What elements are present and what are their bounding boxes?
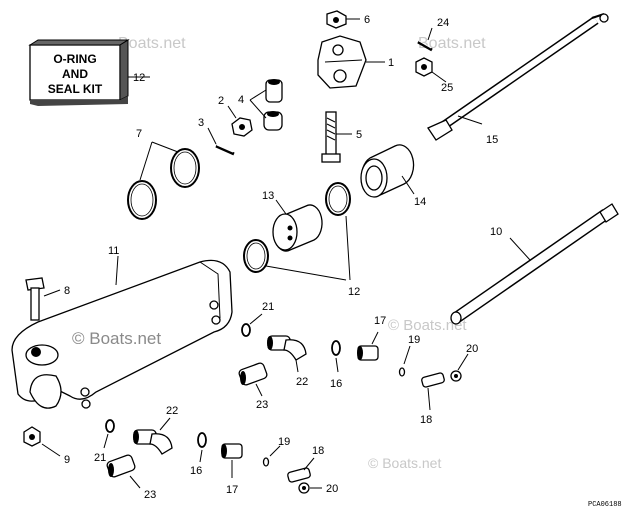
part-17-connector-b [221,443,243,478]
callout-20-lower: 20 [326,483,338,495]
part-18-swivel-a [421,372,445,411]
callout-4: 4 [238,94,244,106]
part-11-cylinder [11,255,233,409]
watermark-bottom: © Boats.net [368,455,441,471]
part-20-eye-b [298,482,322,494]
callout-20-upper: 20 [466,343,478,355]
part-19-fitting-a [398,345,411,377]
callout-12-orings: 12 [348,286,360,298]
callout-15: 15 [486,134,498,146]
part-13-piston [272,199,323,252]
watermark-cylinder: © Boats.net [72,329,161,348]
part-9-nut [23,426,61,457]
part-14-piston [360,144,415,198]
callout-23-lower: 23 [144,489,156,501]
callout-19-lower: 19 [278,436,290,448]
callout-7: 7 [136,128,142,140]
part-19-fitting-b [262,445,281,467]
watermark-mid-right: © Boats.net [388,317,467,334]
kit-line-1: O-RING [53,52,96,66]
callout-22-upper: 22 [296,376,308,388]
part-23-fitting-a [238,362,268,397]
callout-11: 11 [108,245,119,257]
drawing-code: PCA06188 [588,501,622,509]
callout-14: 14 [414,196,426,208]
part-24-pin [417,27,433,52]
seal-kit-box: O-RING AND SEAL KIT [28,39,150,106]
callout-16-lower: 16 [190,465,202,477]
callout-5: 5 [356,129,362,141]
part-5-bolt [321,111,352,163]
part-8-bolt [25,277,61,321]
part-23-fitting-b [106,454,141,489]
watermark-top-right: Boats.net [418,35,486,52]
watermark-top-left: Boats.net [118,35,186,52]
part-16-washer-a [331,340,341,373]
part-10-tube [450,203,619,325]
callout-24: 24 [437,17,449,29]
callout-9: 9 [64,454,70,466]
callout-2: 2 [218,95,224,107]
part-20-eye-a [450,353,469,382]
part-22-elbow-a [267,335,307,373]
callout-21-lower: 21 [94,452,106,464]
callout-10: 10 [490,226,502,238]
part-22-elbow-b [133,417,173,455]
kit-line-2: AND [62,67,88,81]
callout-18-lower: 18 [312,445,324,457]
part-18-swivel-b [287,457,315,483]
callout-3: 3 [198,117,204,129]
callout-16-upper: 16 [330,378,342,390]
callout-6: 6 [364,14,370,26]
callout-17-lower: 17 [226,484,238,496]
part-17-connector-a [357,331,379,361]
kit-line-3: SEAL KIT [48,82,103,96]
part-15-rod [427,13,609,141]
callout-8: 8 [64,285,70,297]
part-6-nut [326,10,360,29]
callout-12-kit: 12 [133,72,145,84]
callout-18-upper: 18 [420,414,432,426]
callout-25: 25 [441,82,453,94]
callout-1: 1 [388,57,394,69]
part-7-orings [127,141,200,220]
callout-19-upper: 19 [408,334,420,346]
part-12-orings [243,182,351,281]
part-2-nut [227,105,253,137]
callout-21-upper: 21 [262,301,274,313]
part-21-washer-b [103,419,115,449]
part-21-washer-a [241,313,263,337]
part-3-pin [207,127,235,156]
callout-22-lower: 22 [166,405,178,417]
part-25-nut [415,57,447,83]
callout-23-upper: 23 [256,399,268,411]
callout-17-upper: 17 [374,315,386,327]
callout-13: 13 [262,190,274,202]
part-1-bracket [317,35,385,89]
part-4-fitting [249,79,283,131]
part-16-washer-b [197,432,207,463]
